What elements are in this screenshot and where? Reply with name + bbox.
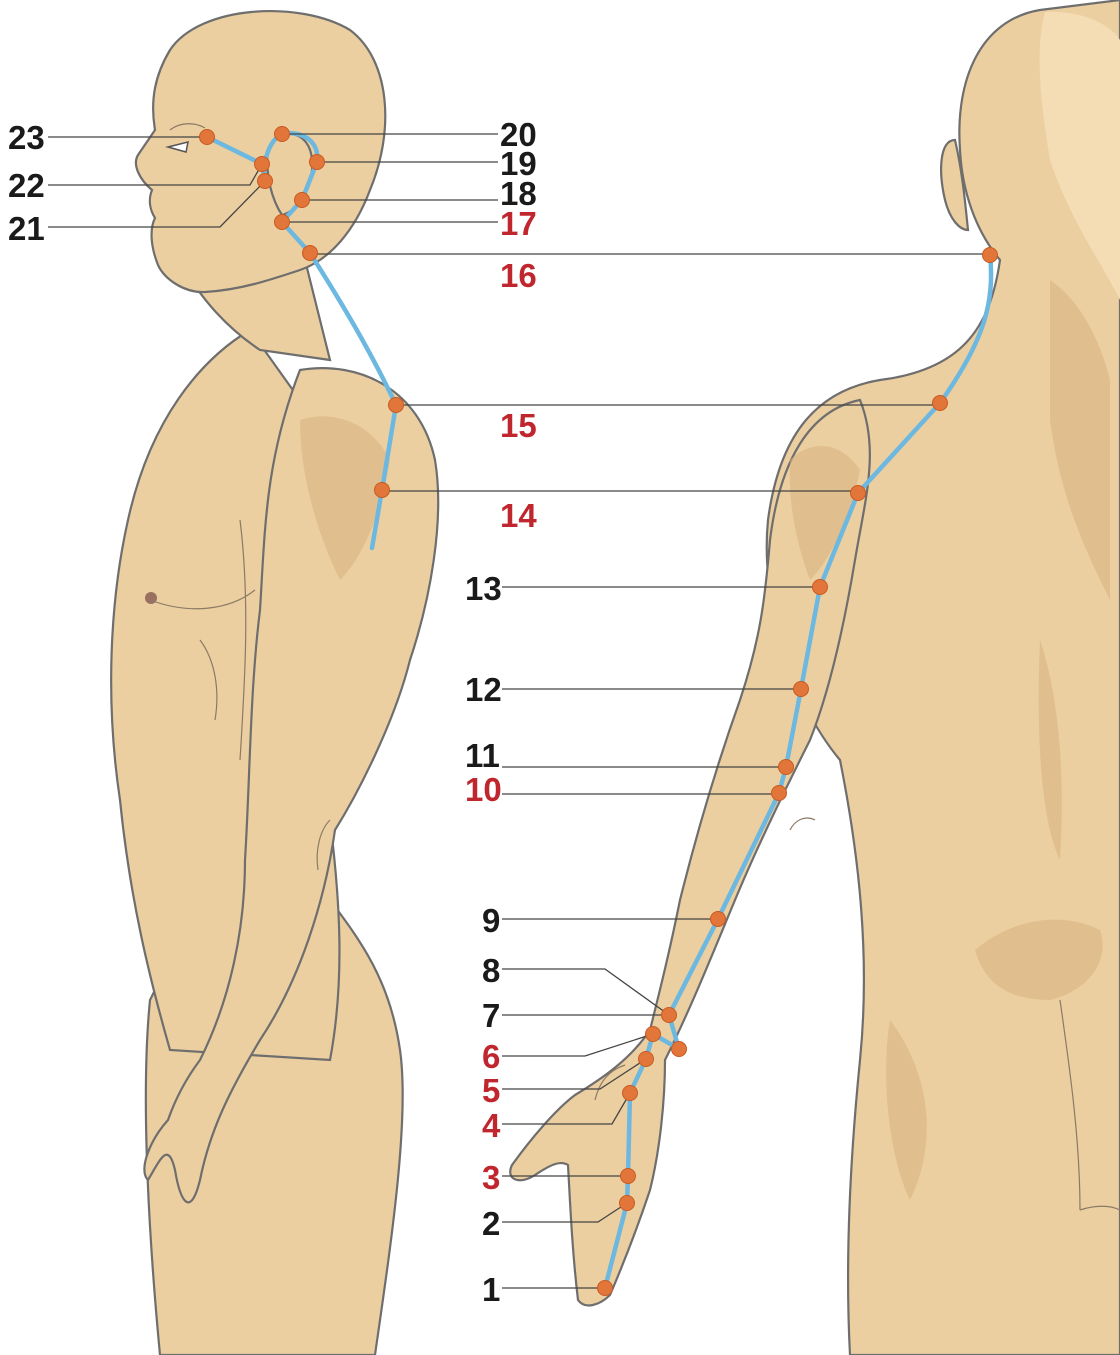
point-16-side (303, 246, 318, 261)
label-17: 17 (500, 205, 537, 242)
point-2 (620, 1196, 635, 1211)
label-11: 11 (465, 737, 500, 774)
label-12: 12 (465, 671, 502, 708)
point-14-side (375, 483, 390, 498)
point-9 (711, 912, 726, 927)
back-view-figure (510, 0, 1120, 1355)
label-5: 5 (482, 1072, 500, 1109)
label-22: 22 (8, 167, 45, 204)
label-14: 14 (500, 497, 537, 534)
point-17 (275, 215, 290, 230)
label-23: 23 (8, 119, 45, 156)
point-15-side (389, 398, 404, 413)
point-4 (623, 1086, 638, 1101)
point-7 (672, 1042, 687, 1057)
point-10 (772, 786, 787, 801)
label-10: 10 (465, 771, 502, 808)
point-1 (598, 1281, 613, 1296)
point-6 (646, 1027, 661, 1042)
point-3 (621, 1169, 636, 1184)
label-6: 6 (482, 1038, 500, 1075)
point-12 (794, 682, 809, 697)
label-16: 16 (500, 257, 537, 294)
point-18 (295, 193, 310, 208)
label-2: 2 (482, 1205, 500, 1242)
point-15-back (933, 396, 948, 411)
label-4: 4 (482, 1107, 501, 1144)
point-14-back (851, 486, 866, 501)
point-23 (200, 130, 215, 145)
label-1: 1 (482, 1271, 500, 1308)
point-13 (813, 580, 828, 595)
point-21 (258, 174, 273, 189)
point-16-back (983, 248, 998, 263)
point-20 (275, 127, 290, 142)
label-9: 9 (482, 902, 500, 939)
label-13: 13 (465, 570, 502, 607)
point-11 (779, 760, 794, 775)
label-8: 8 (482, 952, 500, 989)
side-view-figure (111, 11, 438, 1355)
label-3: 3 (482, 1159, 500, 1196)
label-15: 15 (500, 407, 537, 444)
point-22 (255, 157, 270, 172)
point-5 (639, 1052, 654, 1067)
point-8 (662, 1008, 677, 1023)
point-19 (310, 155, 325, 170)
label-7: 7 (482, 997, 500, 1034)
label-21: 21 (8, 210, 45, 247)
